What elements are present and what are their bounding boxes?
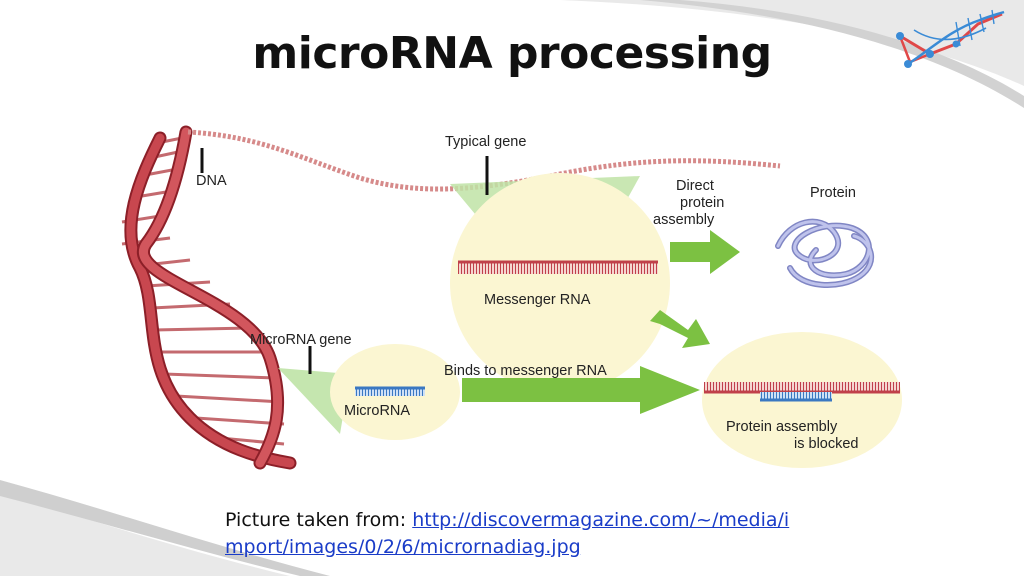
label-typical-gene: Typical gene (445, 134, 526, 150)
label-protein: Protein (810, 185, 856, 201)
label-microrna-gene: MicroRNA gene (250, 332, 352, 348)
blocked-messenger-rna (704, 382, 900, 392)
microrna-strand (355, 388, 425, 396)
messenger-rna-strand (458, 262, 658, 274)
slide-title: microRNA processing (252, 28, 772, 79)
label-binds: Binds to messenger RNA (444, 363, 607, 379)
dna-helix (121, 125, 297, 470)
label-is-blocked: is blocked (794, 436, 858, 452)
green-arrows (462, 230, 740, 414)
source-link[interactable]: http://discovermagazine.com/~/media/i mpo… (225, 509, 789, 558)
bottom-swoosh-band (0, 480, 330, 576)
messenger-rna-bubble (450, 173, 670, 393)
arrow-to-protein (670, 230, 740, 274)
dna-logo-icon (896, 9, 1005, 68)
label-assembly: assembly (653, 212, 715, 228)
dna-strand-b (139, 127, 283, 468)
label-protein-word: protein (680, 195, 724, 211)
label-direct: Direct (676, 178, 714, 194)
image-caption: Picture taken from: http://discovermagaz… (225, 507, 865, 561)
label-dna: DNA (196, 173, 227, 189)
caption-prefix: Picture taken from: (225, 509, 413, 531)
dna-strand-thin (187, 129, 781, 192)
label-messenger-rna: Messenger RNA (484, 292, 591, 308)
source-link-line1: http://discovermagazine.com/~/media/i (412, 509, 790, 531)
arrow-to-blocked (650, 310, 710, 348)
dna-strand-a (126, 133, 295, 468)
bottom-swoosh (0, 492, 290, 576)
label-microrna: MicroRNA (344, 403, 410, 419)
arrow-binds (462, 366, 700, 414)
microrna-diagram: DNA Typical gene Direct protein assembly… (121, 125, 902, 470)
protein-icon-fill (776, 220, 873, 287)
source-link-line2: mport/images/0/2/6/micrornadiag.jpg (225, 536, 581, 558)
label-protein-assembly: Protein assembly (726, 419, 838, 435)
top-swoosh (560, 0, 1024, 86)
bound-microrna (760, 392, 832, 400)
